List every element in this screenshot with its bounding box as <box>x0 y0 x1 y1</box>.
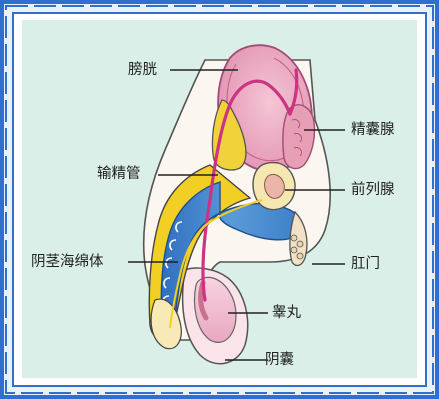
label-testis: 睾丸 <box>272 305 301 321</box>
label-bladder: 膀胱 <box>128 62 157 78</box>
label-seminal-vesicle: 精囊腺 <box>351 122 395 138</box>
label-vas-deferens: 输精管 <box>97 166 141 182</box>
label-scrotum: 阴囊 <box>265 352 294 368</box>
label-anus: 肛门 <box>351 256 380 272</box>
label-corpus-cavernosum: 阴茎海绵体 <box>31 254 104 270</box>
prostate-center <box>265 174 285 198</box>
label-prostate: 前列腺 <box>351 182 395 198</box>
